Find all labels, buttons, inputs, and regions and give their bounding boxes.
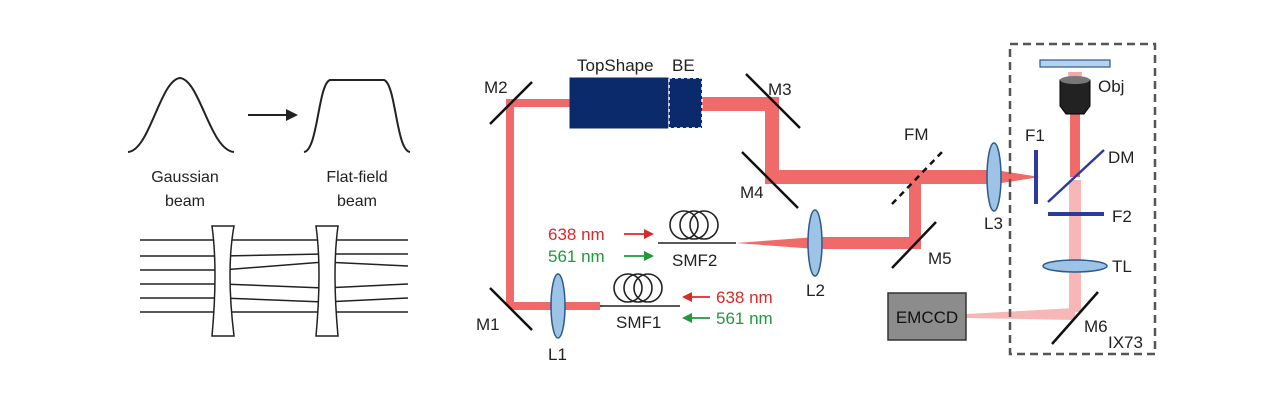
f2-label: F2 bbox=[1112, 207, 1132, 226]
laser-561-label-bottom: 561 nm bbox=[716, 309, 773, 328]
be-label: BE bbox=[672, 56, 695, 75]
fm-label: FM bbox=[904, 125, 929, 144]
laser-inputs-smf1: 638 nm 561 nm bbox=[682, 288, 773, 328]
ray-line bbox=[221, 283, 325, 289]
m2-label: M2 bbox=[484, 78, 508, 97]
ray-line bbox=[323, 297, 409, 303]
ix73-label: IX73 bbox=[1108, 333, 1143, 352]
topshape-module bbox=[569, 77, 669, 129]
mirrors bbox=[489, 73, 1105, 345]
lens-l2 bbox=[807, 209, 823, 277]
fiber-coil bbox=[623, 273, 653, 303]
ray-line bbox=[221, 261, 325, 271]
smf2-label: SMF2 bbox=[672, 251, 717, 270]
flat-field-label-line2: beam bbox=[337, 193, 377, 210]
mirror-m2 bbox=[489, 81, 533, 125]
beam-fiber2-cone bbox=[736, 237, 816, 249]
laser-561-label-top: 561 nm bbox=[548, 247, 605, 266]
laser-561-arrowhead-bottom bbox=[682, 313, 692, 323]
ray-diagram bbox=[140, 239, 409, 313]
l2-label: L2 bbox=[806, 281, 825, 300]
fiber-coil bbox=[633, 273, 663, 303]
mirror-m4 bbox=[741, 151, 799, 209]
laser-inputs-smf2: 638 nm 561 nm bbox=[548, 225, 654, 266]
aspheric-element-1 bbox=[211, 225, 235, 337]
m4-label: M4 bbox=[740, 183, 764, 202]
flip-mirror-fm bbox=[891, 151, 943, 205]
fiber-coil bbox=[669, 210, 699, 240]
emccd-camera bbox=[887, 292, 967, 341]
transform-arrow-head bbox=[286, 109, 298, 121]
beam-segment-l2-m5-fm bbox=[816, 177, 921, 249]
m6-label: M6 bbox=[1084, 317, 1108, 336]
smf1-label: SMF1 bbox=[616, 313, 661, 332]
ray-line bbox=[221, 253, 325, 257]
dm-label: DM bbox=[1108, 148, 1134, 167]
fiber-coil bbox=[613, 273, 643, 303]
beam-l3-focus bbox=[995, 170, 1040, 184]
mirror-m5 bbox=[891, 221, 937, 269]
dichroic-mirror-dm bbox=[1047, 149, 1105, 203]
mirror-m3 bbox=[745, 73, 801, 129]
gaussian-profile-curve bbox=[127, 76, 235, 153]
flat-field-profile-curve bbox=[303, 79, 411, 153]
aspheric-element-2 bbox=[315, 225, 339, 337]
l1-label: L1 bbox=[548, 345, 567, 364]
f1-label: F1 bbox=[1025, 126, 1045, 145]
ray-line bbox=[323, 283, 409, 289]
mirror-m6 bbox=[1051, 291, 1099, 345]
tl-label: TL bbox=[1112, 257, 1132, 276]
beam-segment-be-m3-m4 bbox=[700, 97, 990, 184]
fiber-smf2 bbox=[658, 210, 736, 244]
ray-line bbox=[221, 297, 325, 303]
gaussian-label-line2: beam bbox=[165, 193, 205, 210]
flat-field-label-line1: Flat-field bbox=[326, 169, 387, 186]
gaussian-label-line1: Gaussian bbox=[151, 169, 219, 186]
fiber-coil bbox=[689, 210, 719, 240]
m1-label: M1 bbox=[476, 315, 500, 334]
m5-label: M5 bbox=[928, 249, 952, 268]
sample-slide bbox=[1039, 59, 1111, 68]
laser-638-arrowhead-top bbox=[644, 229, 654, 239]
lens-l1 bbox=[550, 273, 566, 339]
lens-l3 bbox=[986, 142, 1002, 212]
ray-line bbox=[323, 261, 409, 267]
laser-561-arrowhead-top bbox=[644, 251, 654, 261]
emccd-label: EMCCD bbox=[896, 308, 958, 327]
beam-segment-emission-to-camera bbox=[966, 308, 1075, 320]
ix73-microscope-enclosure bbox=[1008, 42, 1157, 356]
topshape-label: TopShape bbox=[577, 56, 654, 75]
fiber-smf1 bbox=[600, 273, 680, 307]
fiber-coil bbox=[679, 210, 709, 240]
objective-lens-obj bbox=[1059, 79, 1091, 115]
beam-expander-be bbox=[668, 77, 703, 129]
m3-label: M3 bbox=[768, 80, 792, 99]
beam-profile-panel: Gaussian beam Flat-field beam bbox=[127, 76, 411, 337]
l3-label: L3 bbox=[984, 214, 1003, 233]
mirror-m1 bbox=[489, 287, 533, 331]
laser-638-arrowhead-bottom bbox=[682, 292, 692, 302]
tube-lens-tl bbox=[1042, 259, 1108, 273]
laser-638-label-top: 638 nm bbox=[548, 225, 605, 244]
objective-top bbox=[1060, 76, 1090, 84]
laser-638-label-bottom: 638 nm bbox=[716, 288, 773, 307]
obj-label: Obj bbox=[1098, 77, 1124, 96]
beam-fiber1-cone bbox=[556, 302, 612, 310]
